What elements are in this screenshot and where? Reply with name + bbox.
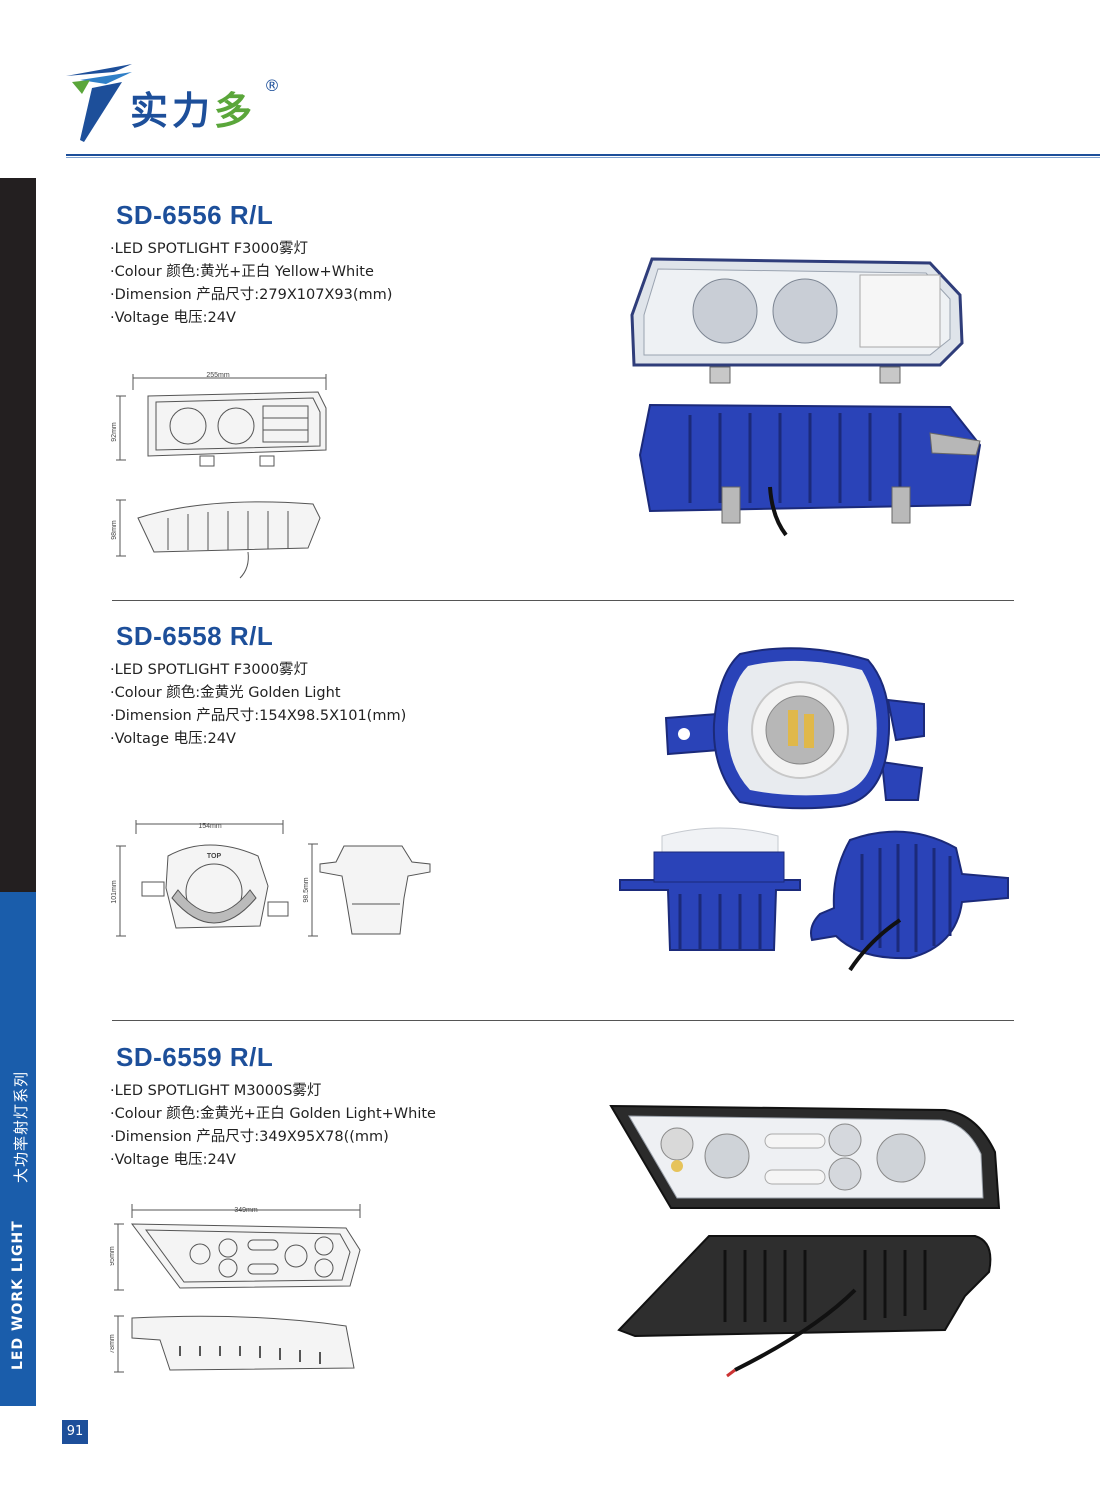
spec-list: ·LED SPOTLIGHT M3000S雾灯 ·Colour 颜色:金黄光+正… (110, 1080, 436, 1172)
spec-list: ·LED SPOTLIGHT F3000雾灯 ·Colour 颜色:黄光+正白 … (110, 238, 392, 330)
spec-type: ·LED SPOTLIGHT M3000S雾灯 (110, 1083, 322, 1099)
spec-dimension: ·Dimension 产品尺寸:279X107X93(mm) (110, 287, 393, 303)
dim-depth: 98.5mm (303, 877, 310, 902)
technical-drawing-sd6559: 349mm 95mm 78mm (110, 1204, 361, 1373)
dim-depth: 98mm (111, 520, 118, 540)
spec-voltage: ·Voltage 电压:24V (110, 731, 236, 747)
logo-swoosh-icon (66, 64, 132, 142)
product-sd6556: SD-6556 R/L ·LED SPOTLIGHT F3000雾灯 ·Colo… (110, 200, 1030, 580)
spec-colour: ·Colour 颜色:黄光+正白 Yellow+White (110, 264, 374, 280)
section-divider (112, 1020, 1014, 1021)
product-photo-sd6559 (609, 1104, 1001, 1378)
dim-height: 101mm (111, 880, 118, 904)
brand-name: 实力多 (130, 89, 257, 133)
brand-logo: 实力多 ® (62, 60, 302, 145)
dim-width: 349mm (234, 1207, 258, 1214)
spec-type: ·LED SPOTLIGHT F3000雾灯 (110, 241, 309, 257)
dim-height: 92mm (111, 422, 118, 442)
spec-dimension: ·Dimension 产品尺寸:154X98.5X101(mm) (110, 708, 407, 724)
product-photo-sd6558 (619, 647, 1009, 972)
top-mark: TOP (207, 853, 222, 860)
product-model: SD-6559 R/L (116, 1042, 274, 1072)
sidebar-english-label: LED WORK LIGHT (10, 1220, 26, 1370)
dim-height: 95mm (110, 1246, 116, 1266)
spec-dimension: ·Dimension 产品尺寸:349X95X78((mm) (110, 1129, 389, 1145)
spec-colour: ·Colour 颜色:金黄光 Golden Light (110, 685, 341, 701)
technical-drawing-sd6558: 154mm TOP 101mm 98.5mm (111, 820, 431, 937)
dim-width: 154mm (198, 823, 222, 830)
spec-voltage: ·Voltage 电压:24V (110, 1152, 236, 1168)
header-rule (66, 154, 1100, 158)
sidebar-dark-strip (0, 178, 36, 892)
product-model: SD-6556 R/L (116, 200, 274, 230)
product-sd6558: SD-6558 R/L ·LED SPOTLIGHT F3000雾灯 ·Colo… (110, 621, 1030, 1001)
spec-type: ·LED SPOTLIGHT F3000雾灯 (110, 662, 309, 678)
technical-drawing-sd6556: 255mm 92mm 98mm (111, 372, 327, 579)
registered-mark: ® (264, 76, 280, 95)
sidebar-blue-strip (0, 892, 36, 1406)
product-model: SD-6558 R/L (116, 621, 274, 651)
product-photo-sd6556 (630, 257, 982, 537)
dim-depth: 78mm (110, 1334, 116, 1354)
spec-voltage: ·Voltage 电压:24V (110, 310, 236, 326)
page-number: 91 (62, 1420, 88, 1444)
section-divider (112, 600, 1014, 601)
product-sd6559: SD-6559 R/L ·LED SPOTLIGHT M3000S雾灯 ·Col… (110, 1042, 1030, 1422)
dim-width: 255mm (206, 372, 230, 379)
sidebar-labels: LED WORK LIGHT 大功率射灯系列 (0, 1050, 36, 1380)
spec-list: ·LED SPOTLIGHT F3000雾灯 ·Colour 颜色:金黄光 Go… (110, 659, 406, 751)
spec-colour: ·Colour 颜色:金黄光+正白 Golden Light+White (110, 1106, 436, 1122)
sidebar-chinese-label: 大功率射灯系列 (12, 1070, 30, 1183)
